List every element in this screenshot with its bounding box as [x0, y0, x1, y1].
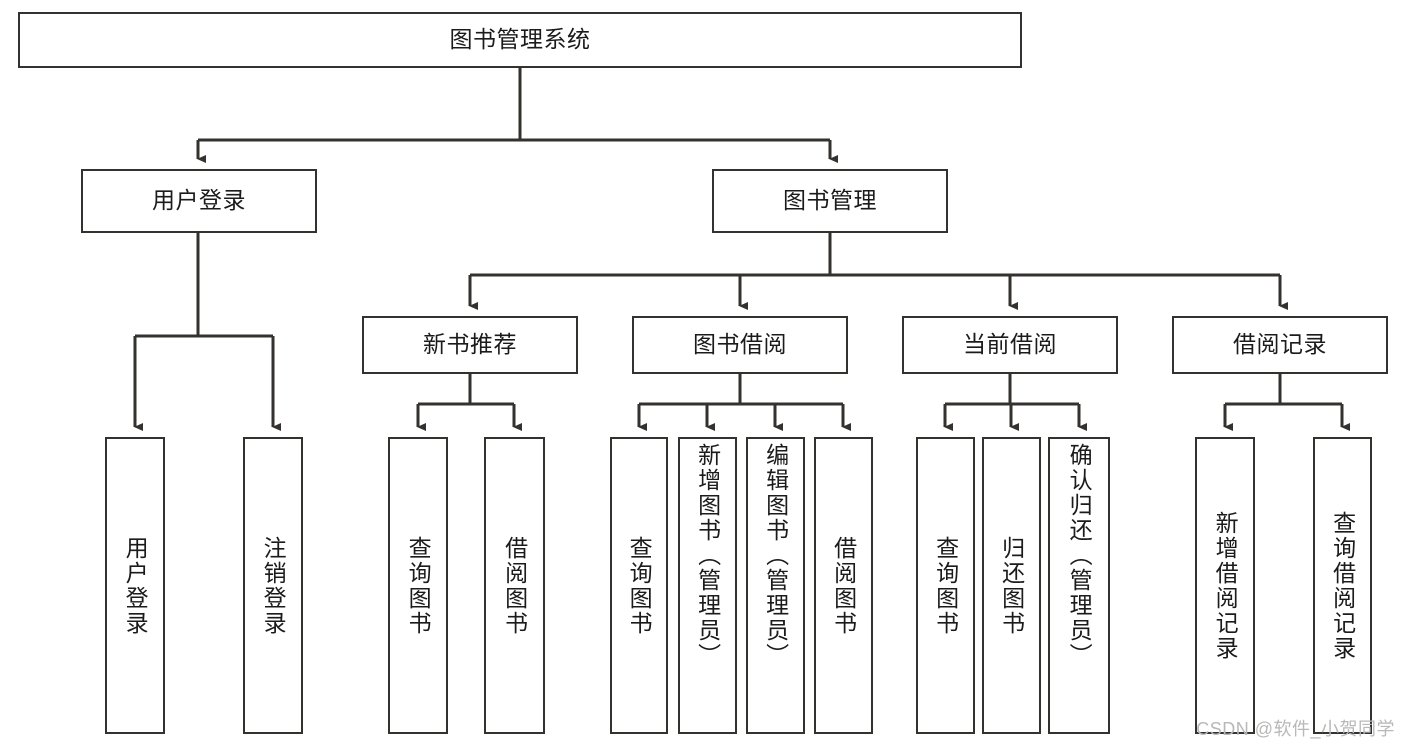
node-label: 当前借阅	[963, 331, 1057, 358]
node-label: 用户登录	[152, 187, 246, 214]
node-label: 新书推荐	[423, 331, 517, 358]
node-leaf-user-login[interactable]: 用户登录	[105, 437, 165, 734]
node-label: 图书管理	[783, 187, 877, 214]
node-label: 用户登录	[122, 535, 149, 636]
node-label: 新增借阅记录	[1212, 510, 1239, 661]
node-label: 查询图书	[405, 535, 432, 636]
node-label: 新增图书（管理员）	[694, 443, 721, 668]
node-label: 编辑图书（管理员）	[762, 443, 789, 668]
node-label: 借阅记录	[1233, 331, 1327, 358]
node-label: 图书借阅	[693, 331, 787, 358]
node-label: 查询图书	[932, 535, 959, 636]
node-root[interactable]: 图书管理系统	[18, 12, 1022, 68]
node-borrow-record[interactable]: 借阅记录	[1172, 316, 1388, 374]
node-leaf-borrow-book[interactable]: 借阅图书	[814, 437, 873, 734]
node-leaf-query-record[interactable]: 查询借阅记录	[1313, 437, 1372, 734]
node-leaf-query-book-rec[interactable]: 查询图书	[388, 437, 448, 734]
node-leaf-confirm-return[interactable]: 确认归还（管理员）	[1048, 437, 1110, 734]
node-new-book-recommend[interactable]: 新书推荐	[362, 316, 578, 374]
node-label: 图书管理系统	[449, 26, 591, 53]
node-leaf-query-book-cur[interactable]: 查询图书	[916, 437, 975, 734]
node-label: 确认归还（管理员）	[1066, 443, 1093, 668]
node-leaf-borrow-book-rec[interactable]: 借阅图书	[484, 437, 545, 734]
node-user-login[interactable]: 用户登录	[81, 169, 317, 233]
node-leaf-edit-book[interactable]: 编辑图书（管理员）	[746, 437, 805, 734]
node-label: 注销登录	[260, 535, 287, 636]
node-leaf-query-book-borrow[interactable]: 查询图书	[610, 437, 668, 734]
watermark-label: CSDN @软件_小贺同学	[1196, 719, 1395, 739]
node-label: 归还图书	[998, 535, 1025, 636]
node-leaf-add-book[interactable]: 新增图书（管理员）	[678, 437, 737, 734]
node-book-manage[interactable]: 图书管理	[712, 169, 948, 233]
node-book-borrow[interactable]: 图书借阅	[632, 316, 848, 374]
node-leaf-logout[interactable]: 注销登录	[243, 437, 303, 734]
node-leaf-return-book[interactable]: 归还图书	[982, 437, 1041, 734]
node-label: 借阅图书	[830, 535, 857, 636]
node-label: 借阅图书	[501, 535, 528, 636]
node-label: 查询借阅记录	[1329, 510, 1356, 661]
node-leaf-add-record[interactable]: 新增借阅记录	[1195, 437, 1255, 734]
node-current-borrow[interactable]: 当前借阅	[902, 316, 1118, 374]
node-label: 查询图书	[626, 535, 653, 636]
